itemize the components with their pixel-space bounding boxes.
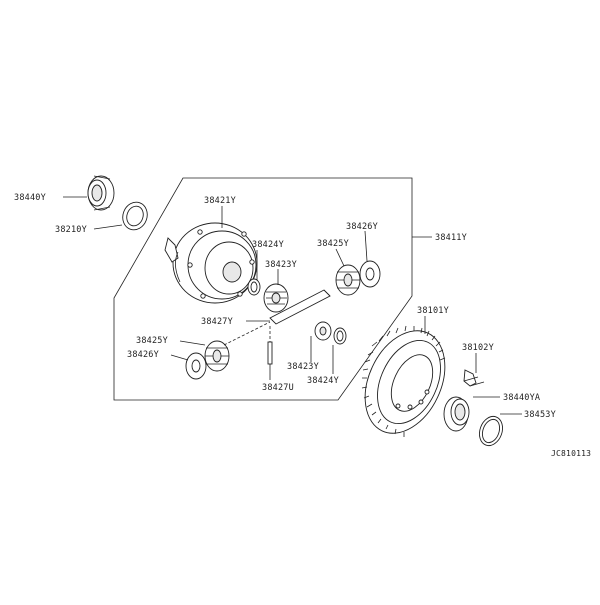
- label-38424y-top: 38424Y: [252, 240, 284, 250]
- label-38101y: 38101Y: [417, 306, 449, 316]
- washer-38426y-top[interactable]: [359, 260, 381, 288]
- label-38102y: 38102Y: [462, 343, 494, 353]
- leader-38425y: [335, 248, 345, 267]
- leader-38210y: [93, 224, 123, 230]
- shim-38453y[interactable]: [476, 413, 507, 449]
- ring-gear-teeth: [361, 325, 446, 437]
- label-38440y: 38440Y: [14, 193, 46, 203]
- pinion-38423y-lower[interactable]: [314, 321, 332, 341]
- diff-case-38421y[interactable]: [164, 222, 258, 304]
- label-38425y-lower: 38425Y: [136, 336, 168, 346]
- label-38411y: 38411Y: [435, 233, 467, 243]
- ring-38210y[interactable]: [119, 199, 151, 234]
- assembly-axis-dash: [223, 321, 271, 346]
- bearing-38440ya[interactable]: [443, 396, 470, 432]
- leader-38426y-top: [364, 230, 368, 262]
- assembly-frame: [113, 177, 413, 401]
- label-38423y-top: 38423Y: [265, 260, 297, 270]
- leader-38426y-lower: [170, 354, 189, 361]
- label-38425y: 38425Y: [317, 239, 349, 249]
- label-38424y-lower: 38424Y: [307, 376, 339, 386]
- side-gear-38425y[interactable]: [335, 264, 361, 296]
- label-38453y: 38453Y: [524, 410, 556, 420]
- label-38210y: 38210Y: [55, 225, 87, 235]
- washer-38424y-lower[interactable]: [333, 327, 347, 345]
- bearing-38440y[interactable]: [87, 175, 115, 211]
- leader-38425y-lower: [179, 340, 206, 346]
- pinion-shaft-38427y[interactable]: [269, 289, 331, 325]
- label-38423y-lower: 38423Y: [287, 362, 319, 372]
- label-38440ya: 38440YA: [503, 393, 540, 403]
- label-38421y: 38421Y: [204, 196, 236, 206]
- side-gear-38425y-lower[interactable]: [204, 340, 230, 372]
- diagram-code: JC810113: [551, 449, 591, 458]
- label-38427y: 38427Y: [201, 317, 233, 327]
- washer-38424y-top[interactable]: [247, 278, 261, 296]
- lock-pin-38427u[interactable]: [267, 326, 273, 365]
- washer-38426y-lower[interactable]: [185, 352, 207, 380]
- pinion-38423y-top[interactable]: [263, 283, 289, 313]
- label-38427u: 38427U: [262, 383, 294, 393]
- bolt-38102y[interactable]: [463, 369, 485, 387]
- label-38426y-lower: 38426Y: [127, 350, 159, 360]
- ring-gear-38101y[interactable]: [350, 318, 461, 446]
- label-38426y-top: 38426Y: [346, 222, 378, 232]
